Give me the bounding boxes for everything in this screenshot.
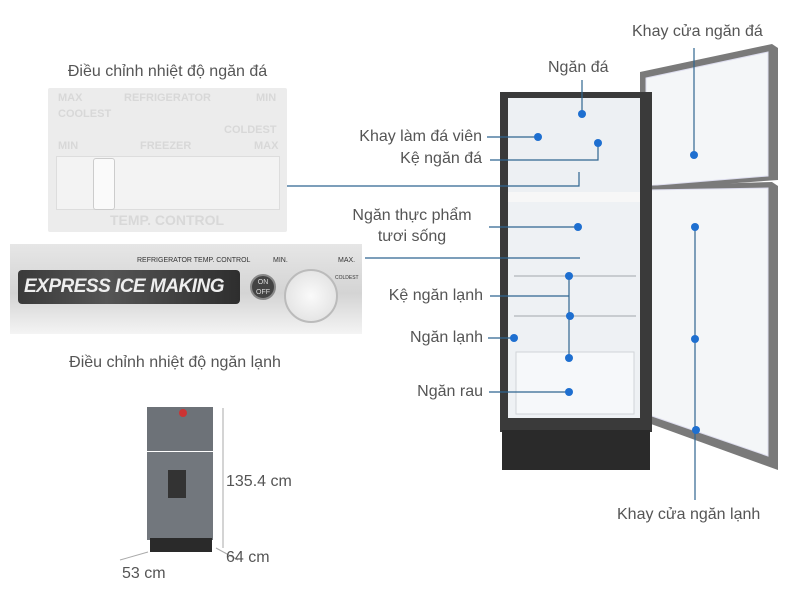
compartment-divider <box>508 192 640 202</box>
fridge-door <box>645 187 769 457</box>
label-tuoi-song: tươi sống <box>377 228 447 245</box>
panel-min: MIN. <box>273 257 288 264</box>
panel-refrigerator: REFRIGERATOR <box>124 92 211 104</box>
dimension-height: 135.4 cm <box>226 473 292 490</box>
panel-coldest: COLDEST <box>224 124 277 136</box>
panel-title: REFRIGERATOR TEMP. CONTROL <box>137 257 251 264</box>
dot-ngan-lanh <box>510 334 518 342</box>
dot-khay-cua-lanh-2 <box>691 335 699 343</box>
fridge-control-caption: Điều chỉnh nhiệt độ ngăn lạnh <box>69 354 281 371</box>
callout-lines <box>287 48 696 500</box>
on-off-button[interactable]: ON OFF <box>250 274 276 300</box>
label-khay-cua-ngan-da: Khay cửa ngăn đá <box>632 23 763 40</box>
panel-min2: MIN <box>58 140 79 152</box>
mini-fridge-badge <box>179 409 187 417</box>
dot-ke-ngan-lanh-1 <box>565 272 573 280</box>
panel-max2: MAX <box>254 140 279 152</box>
dot-khay-lam-da <box>534 133 542 141</box>
label-ngan-lanh: Ngăn lạnh <box>410 329 483 346</box>
freezer-control-panel: MAX REFRIGERATOR MIN COOLEST COLDEST MIN… <box>48 88 287 232</box>
dot-ngan-da <box>578 110 586 118</box>
dimension-lines <box>119 408 239 561</box>
off-label: OFF <box>256 289 270 296</box>
label-khay-cua-ngan-lanh: Khay cửa ngăn lạnh <box>617 506 761 523</box>
fridge-control-panel: REFRIGERATOR TEMP. CONTROL MIN. MAX. COL… <box>10 244 362 334</box>
freezer-slider-knob[interactable] <box>93 158 115 210</box>
dot-khay-cua-lanh-3 <box>692 426 700 434</box>
fridge-base <box>502 430 650 470</box>
callout-dots <box>510 110 700 434</box>
dot-khay-cua-lanh-1 <box>691 223 699 231</box>
on-label: ON <box>257 279 269 286</box>
dot-khay-cua-ngan-da <box>690 151 698 159</box>
panel-temp-control: TEMP. CONTROL <box>110 212 225 228</box>
label-ngan-thuc-pham: Ngăn thực phẩm <box>352 207 472 224</box>
label-ngan-da: Ngăn đá <box>548 59 609 76</box>
vegetable-drawer <box>515 351 635 415</box>
panel-freezer: FREEZER <box>140 140 192 152</box>
panel-coldest: COLDEST <box>335 275 359 281</box>
dot-ke-ngan-lanh-3 <box>565 354 573 362</box>
freezer-compartment <box>508 98 640 192</box>
label-ke-ngan-lanh: Kệ ngăn lạnh <box>388 287 483 304</box>
express-ice-making-label: EXPRESS ICE MAKING <box>18 270 240 304</box>
dot-ke-ngan-lanh-2 <box>566 312 574 320</box>
panel-min: MIN <box>256 92 277 104</box>
panel-max: MAX <box>58 92 83 104</box>
dot-ngan-thuc-pham <box>574 223 582 231</box>
panel-coolest: COOLEST <box>58 108 112 120</box>
mini-fridge-base <box>150 538 212 552</box>
label-ke-ngan-da: Kệ ngăn đá <box>400 150 482 167</box>
label-khay-lam-da-vien: Khay làm đá viên <box>359 128 482 145</box>
freezer-control-caption: Điều chỉnh nhiệt độ ngăn đá <box>67 63 268 80</box>
temperature-knob[interactable] <box>284 269 338 323</box>
label-ngan-rau: Ngăn rau <box>417 383 483 400</box>
dot-ke-ngan-da <box>594 139 602 147</box>
dot-ngan-rau <box>565 388 573 396</box>
dimension-depth: 64 cm <box>226 549 270 566</box>
mini-fridge-sticker <box>168 470 186 498</box>
panel-max: MAX. <box>338 257 356 264</box>
dimension-width: 53 cm <box>122 565 166 582</box>
